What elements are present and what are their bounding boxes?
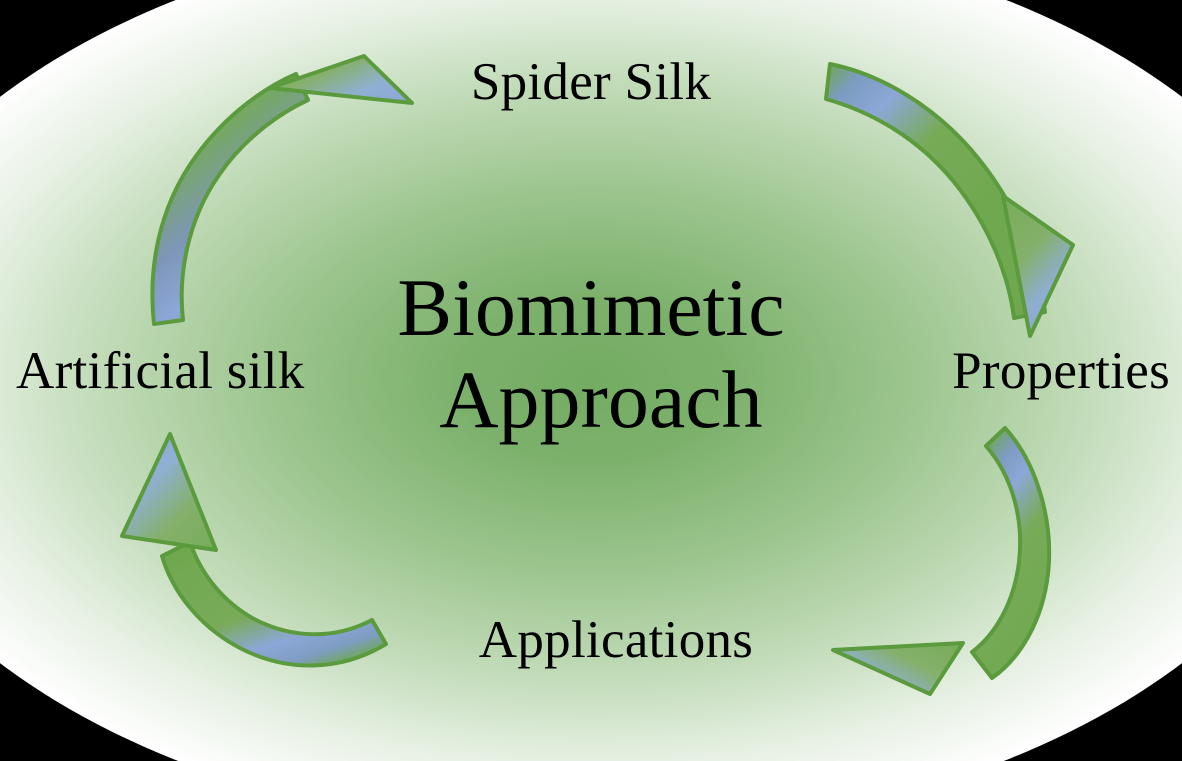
- arrow-properties-to-applications: [831, 426, 1052, 696]
- node-label-properties: Properties: [952, 342, 1170, 400]
- node-label-applications: Applications: [478, 611, 754, 669]
- page-title-line-2: Approach: [439, 353, 763, 445]
- node-label-spider-silk: Spider Silk: [470, 53, 712, 111]
- arrow-artificial-silk-to-spider-silk: [150, 54, 414, 326]
- page-title: Biomimetic Approach: [0, 262, 1182, 446]
- page-title-line-1: Biomimetic: [397, 262, 785, 353]
- arrow-applications-to-artificial-silk: [120, 432, 388, 668]
- arrow-spider-silk-to-properties: [824, 62, 1075, 338]
- node-label-artificial-silk: Artificial silk: [16, 342, 305, 400]
